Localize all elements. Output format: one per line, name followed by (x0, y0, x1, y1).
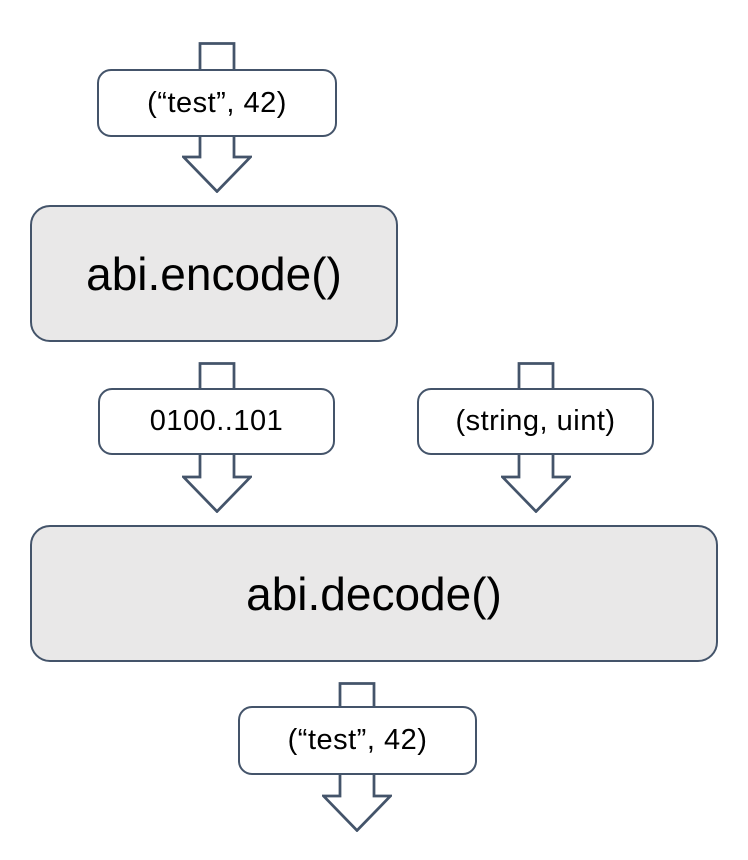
node-abi-decode-label: abi.decode() (246, 567, 502, 620)
node-abi-decode: abi.decode() (30, 525, 718, 662)
node-abi-encode: abi.encode() (30, 205, 398, 342)
node-types-tuple: (string, uint) (417, 388, 654, 455)
node-encoded-bytes: 0100..101 (98, 388, 335, 455)
node-output-tuple-label: (“test”, 42) (287, 724, 428, 756)
node-types-tuple-label: (string, uint) (455, 405, 616, 437)
node-input-tuple-label: (“test”, 42) (147, 86, 287, 119)
node-encoded-bytes-label: 0100..101 (149, 405, 284, 437)
node-input-tuple: (“test”, 42) (97, 69, 337, 137)
node-abi-encode-label: abi.encode() (86, 247, 342, 300)
node-output-tuple: (“test”, 42) (238, 706, 477, 775)
